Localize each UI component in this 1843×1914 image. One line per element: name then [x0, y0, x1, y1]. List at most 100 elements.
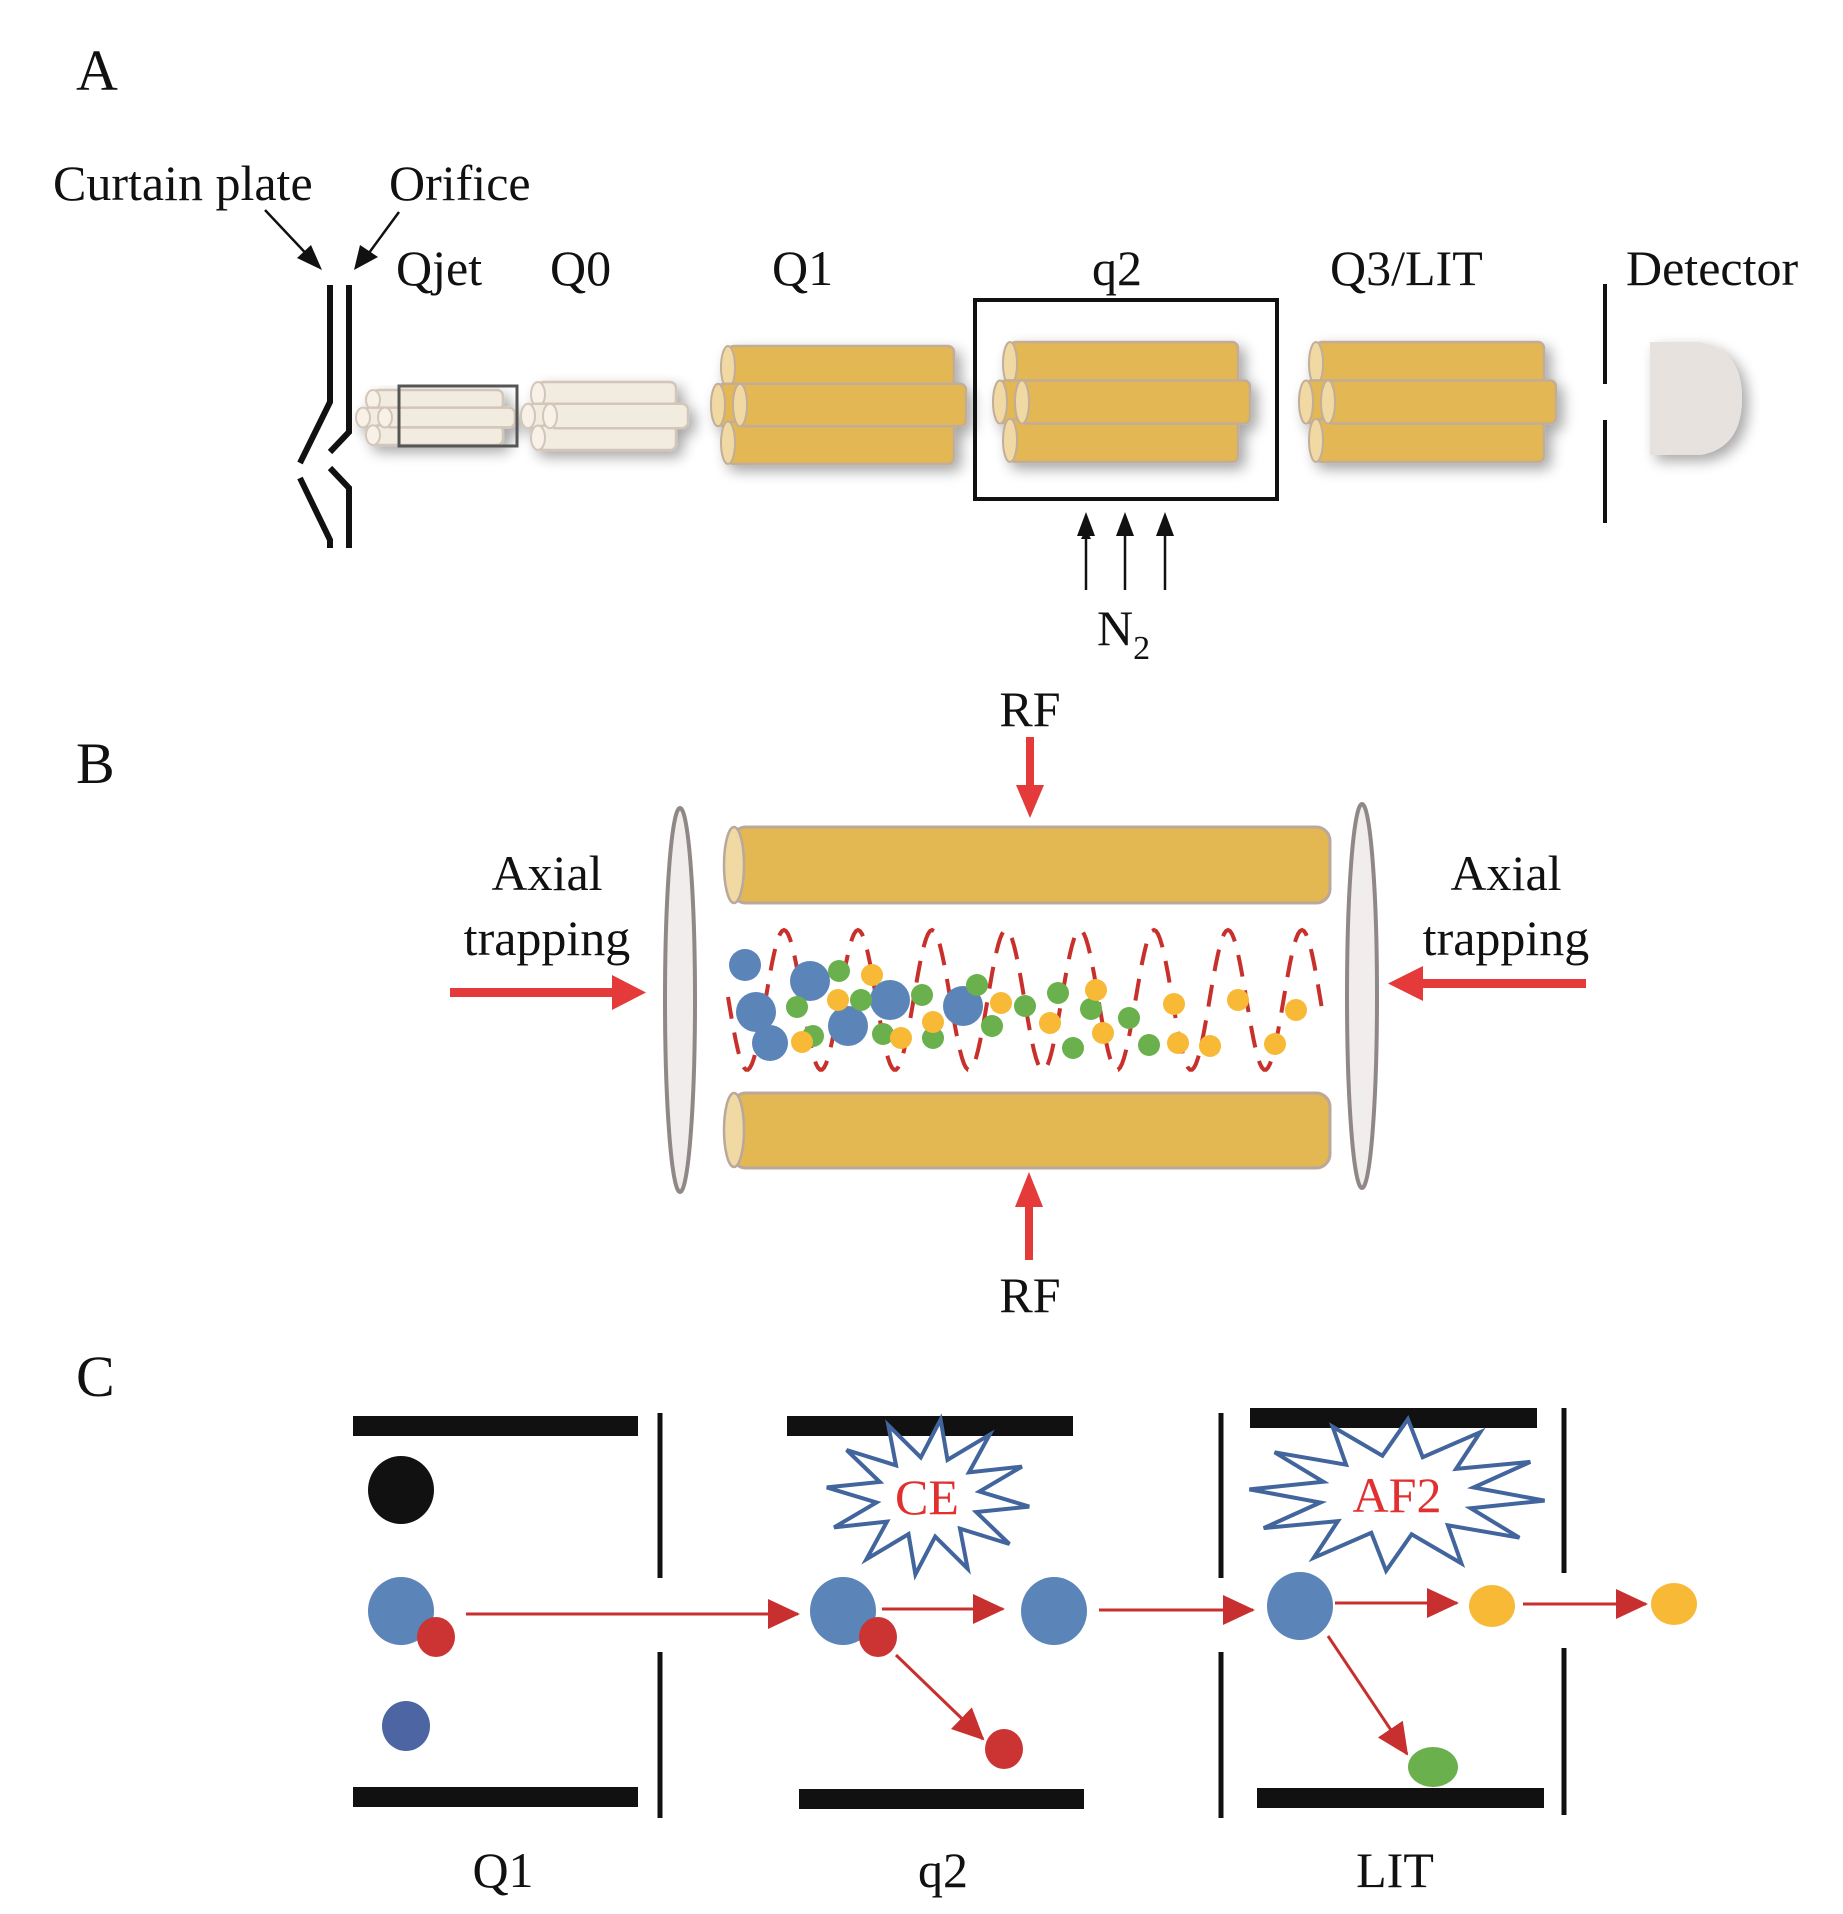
- q2-quadrupole: [992, 340, 1252, 464]
- quadrupole-rod: [542, 402, 690, 430]
- quadrupole-rod: [1014, 379, 1252, 425]
- panel-b-label: B: [76, 731, 115, 796]
- ion-green: [1080, 998, 1102, 1020]
- ion-secondary-green: [1408, 1747, 1458, 1787]
- stage-label-q2: q2: [1092, 240, 1142, 296]
- ion-orange: [861, 964, 883, 986]
- quadrupole-rod: [1308, 417, 1546, 464]
- ion-orange: [1085, 979, 1107, 1001]
- ion-orange: [827, 989, 849, 1011]
- n2-gas-arrows: [1077, 512, 1174, 590]
- c-q2-section: CE q2: [787, 1413, 1255, 1898]
- ion-fragment-orange: [1469, 1585, 1515, 1627]
- ion-product-blue-lit: [1267, 1572, 1333, 1640]
- ion-cloud: [729, 949, 1307, 1061]
- orifice-plate: [327, 285, 352, 548]
- stage-label-q3-lit: Q3/LIT: [1330, 240, 1483, 296]
- ion-green: [850, 989, 872, 1011]
- axial-trapping-left-line2: trapping: [464, 910, 631, 966]
- quadrupole-rod: [1308, 340, 1546, 387]
- quadrupole-rod: [530, 424, 678, 452]
- ion-green: [966, 974, 988, 996]
- ion-orange: [791, 1031, 813, 1053]
- ion-orange: [1163, 993, 1185, 1015]
- top-rod: [722, 825, 1332, 905]
- curtain-plate-label: Curtain plate: [53, 155, 313, 211]
- axial-trapping-right-line2: trapping: [1423, 910, 1590, 966]
- axial-trapping-left-arrow: [450, 975, 646, 1010]
- ion-green: [872, 1023, 894, 1045]
- rf-bottom-label: RF: [999, 1267, 1060, 1323]
- c-stage-label-lit: LIT: [1356, 1842, 1434, 1898]
- quadrupole-rod: [1002, 340, 1240, 387]
- bottom-rod: [722, 1091, 1332, 1170]
- ion-blue: [790, 961, 830, 1001]
- ion-blue: [828, 1006, 868, 1046]
- ion-adduct-red: [417, 1617, 455, 1657]
- stage-label-q0: Q0: [550, 240, 611, 296]
- ion-neutral-loss-red: [985, 1729, 1023, 1769]
- ion-dark-blue: [382, 1701, 430, 1751]
- ce-burst-text: CE: [895, 1469, 959, 1525]
- ion-orange: [890, 1027, 912, 1049]
- c-lit-section: AF2 LIT: [1218, 1408, 1697, 1898]
- axial-trapping-right-arrow: [1388, 966, 1586, 1001]
- af2-burst: AF2: [1249, 1414, 1545, 1576]
- ion-blue: [870, 980, 910, 1020]
- ion-green: [1118, 1007, 1140, 1029]
- ion-green: [1138, 1034, 1160, 1056]
- q2-collision-cell-box: [973, 298, 1279, 501]
- ion-precursor-blue-q2: [810, 1577, 876, 1645]
- qjet-quadrupole: [355, 388, 517, 447]
- ion-orange: [1264, 1033, 1286, 1055]
- ce-burst: CE: [826, 1413, 1030, 1581]
- ion-green: [786, 996, 808, 1018]
- c-lit-bottom-electrode: [1257, 1788, 1544, 1808]
- ion-green: [1062, 1037, 1084, 1059]
- rf-bottom-arrow: [1015, 1172, 1043, 1260]
- axial-trapping-left-line1: Axial: [491, 845, 602, 901]
- panel-c: C Q1 CE: [76, 1344, 1697, 1898]
- ion-green: [981, 1015, 1003, 1037]
- n2-subscript: 2: [1133, 630, 1150, 667]
- ion-orange: [1039, 1012, 1061, 1034]
- ion-product-blue: [1021, 1577, 1087, 1645]
- ion-orange: [1227, 989, 1249, 1011]
- curtain-plate-pointer-arrow: [264, 209, 322, 270]
- ion-green: [1014, 995, 1036, 1017]
- ion-green: [911, 984, 933, 1006]
- quadrupole-rod: [720, 420, 956, 466]
- ion-detected-orange: [1651, 1583, 1697, 1625]
- q0-quadrupole: [520, 380, 690, 452]
- ion-blue: [736, 992, 776, 1032]
- stage-label-detector: Detector: [1626, 240, 1798, 296]
- ion-fragment-red-q2: [859, 1617, 897, 1657]
- c-q1-top-electrode: [353, 1416, 638, 1436]
- quadrupole-rod: [377, 406, 517, 429]
- stage-label-q1: Q1: [772, 240, 833, 296]
- c-q2-top-electrode: [787, 1416, 1073, 1436]
- axial-trapping-right-line1: Axial: [1450, 845, 1561, 901]
- c-q2-bottom-electrode: [799, 1789, 1084, 1809]
- c-stage-label-q2: q2: [918, 1842, 968, 1898]
- ion-green: [922, 1027, 944, 1049]
- c-lit-top-electrode: [1250, 1408, 1537, 1428]
- panel-b: B RF Axial trapping Axial trappin: [76, 681, 1589, 1323]
- quadrupole-rod: [1320, 379, 1558, 425]
- n2-gas-label: N2: [1097, 600, 1150, 667]
- panel-a: A Curtain plate Orifice Qjet Q0 Q1 q2 Q3…: [53, 38, 1798, 667]
- q3-lit-quadrupole: [1298, 340, 1558, 464]
- rf-oscillation-wave: [726, 927, 1324, 1072]
- right-end-cap-lens: [1345, 802, 1379, 1190]
- ion-orange: [1199, 1035, 1221, 1057]
- af2-burst-text: AF2: [1353, 1467, 1442, 1523]
- rf-top-label: RF: [999, 681, 1060, 737]
- orifice-pointer-arrow: [354, 211, 401, 270]
- arrow-q2-fragment: [894, 1653, 985, 1741]
- panel-a-label: A: [76, 38, 118, 103]
- detector-shape: [1650, 342, 1742, 455]
- c-stage-label-q1: Q1: [472, 1842, 533, 1898]
- ion-orange: [1285, 999, 1307, 1021]
- quadrupole-rod: [365, 388, 505, 412]
